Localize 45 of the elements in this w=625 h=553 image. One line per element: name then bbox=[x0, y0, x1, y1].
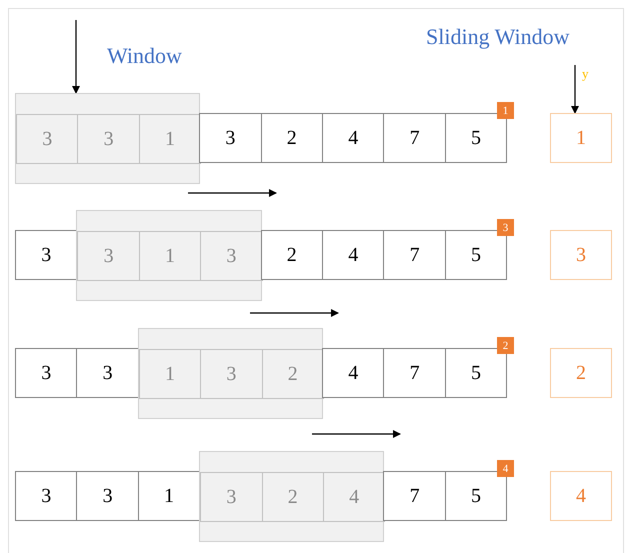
number-cell: 3 bbox=[15, 230, 78, 280]
number-cell: 2 bbox=[260, 230, 323, 280]
number-cell: 5 bbox=[444, 471, 508, 521]
number-cell: 3 bbox=[199, 113, 262, 163]
window-highlight bbox=[76, 210, 262, 301]
heading-text: Sliding Window bbox=[426, 24, 570, 50]
number-cell: 5 bbox=[444, 113, 508, 163]
number-cell: 4 bbox=[322, 113, 384, 163]
output-box: 1 bbox=[550, 113, 612, 163]
number-cell: 3 bbox=[15, 471, 78, 521]
number-cell: 5 bbox=[444, 230, 508, 280]
number-cell: 7 bbox=[383, 348, 446, 398]
window-highlight bbox=[199, 451, 384, 542]
index-badge: 1 bbox=[497, 102, 514, 119]
window-highlight bbox=[15, 93, 200, 184]
window-highlight bbox=[138, 328, 323, 419]
edge-label: y bbox=[582, 66, 588, 82]
output-box: 2 bbox=[550, 348, 612, 398]
arrow bbox=[72, 20, 80, 94]
index-badge: 3 bbox=[497, 219, 514, 236]
number-cell: 3 bbox=[200, 472, 263, 522]
number-cell: 3 bbox=[76, 471, 139, 521]
number-cell: 5 bbox=[444, 348, 508, 398]
number-cell: 4 bbox=[322, 348, 384, 398]
number-cell: 1 bbox=[138, 231, 202, 281]
number-cell: 7 bbox=[383, 471, 446, 521]
number-cell: 3 bbox=[200, 349, 263, 399]
arrow bbox=[571, 65, 579, 114]
number-cell: 3 bbox=[15, 348, 78, 398]
index-badge: 4 bbox=[497, 460, 514, 477]
output-box: 3 bbox=[550, 230, 612, 280]
number-cell: 1 bbox=[138, 471, 200, 521]
output-box: 4 bbox=[550, 471, 612, 521]
number-cell: 7 bbox=[383, 113, 446, 163]
number-cell: 3 bbox=[77, 231, 140, 281]
number-cell: 3 bbox=[77, 114, 140, 164]
number-cell: 4 bbox=[322, 230, 384, 280]
number-cell: 2 bbox=[260, 113, 323, 163]
number-cell: 3 bbox=[16, 114, 78, 164]
number-cell: 2 bbox=[262, 472, 324, 522]
number-cell: 7 bbox=[383, 230, 446, 280]
number-cell: 3 bbox=[76, 348, 139, 398]
heading-text: Window bbox=[107, 43, 182, 69]
index-badge: 2 bbox=[497, 337, 514, 354]
number-cell: 1 bbox=[138, 349, 202, 399]
